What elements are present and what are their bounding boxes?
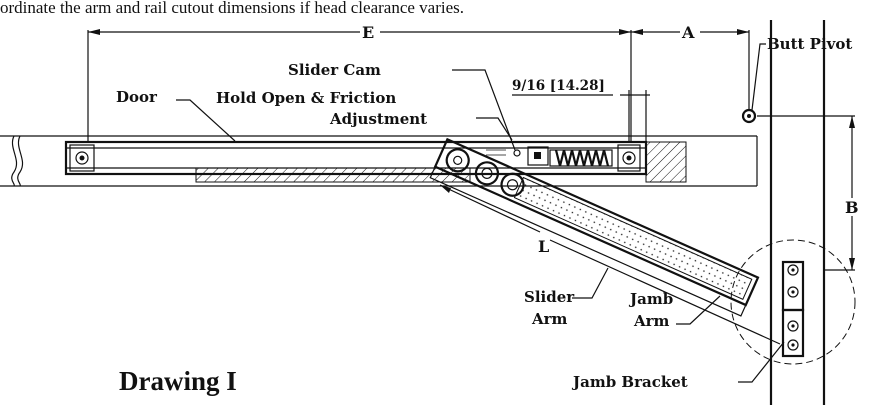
slider-arm-label-line2: Arm: [531, 310, 568, 328]
dimension-b: [824, 115, 855, 271]
jamb-bracket: [730, 239, 856, 365]
dim-l-label: L: [538, 237, 549, 256]
drawing-title: Drawing I: [119, 366, 237, 396]
butt-pivot-label: Butt Pivot: [767, 35, 852, 53]
dim-9-16-label: 9/16 [14.28]: [512, 78, 605, 94]
hold-open-leader: [476, 117, 513, 141]
dimension-e: [87, 29, 632, 142]
slider-arm-leader: [572, 267, 609, 299]
closer-body: [64, 140, 687, 183]
jamb-arm-leader: [676, 295, 721, 325]
slider-arm: [429, 137, 760, 317]
jamb-arm-label-line2: Arm: [633, 312, 670, 330]
jamb: [741, 20, 826, 405]
dimension-l: [439, 184, 781, 345]
hold-open-label-line2: Adjustment: [329, 110, 427, 128]
dim-b-label: B: [845, 198, 859, 217]
dim-a-label: A: [681, 23, 695, 42]
butt-pivot-leader: [751, 43, 766, 111]
hold-open-label-line1: Hold Open & Friction: [216, 89, 396, 107]
top-caption: ordinate the arm and rail cutout dimensi…: [0, 0, 464, 17]
jamb-bracket-leader: [738, 341, 785, 383]
door-label: Door: [116, 88, 158, 106]
dimension-9-16: [512, 90, 650, 142]
jamb-bracket-label: Jamb Bracket: [571, 373, 688, 391]
door-leader: [176, 99, 236, 142]
jamb-arm-label-line1: Jamb: [628, 290, 673, 308]
slider-cam-label: Slider Cam: [288, 61, 381, 79]
slider-arm-label-line1: Slider: [524, 288, 575, 306]
dim-e-label: E: [362, 23, 374, 42]
slider-cam-leader: [452, 69, 516, 151]
dimension-a: [631, 29, 750, 110]
